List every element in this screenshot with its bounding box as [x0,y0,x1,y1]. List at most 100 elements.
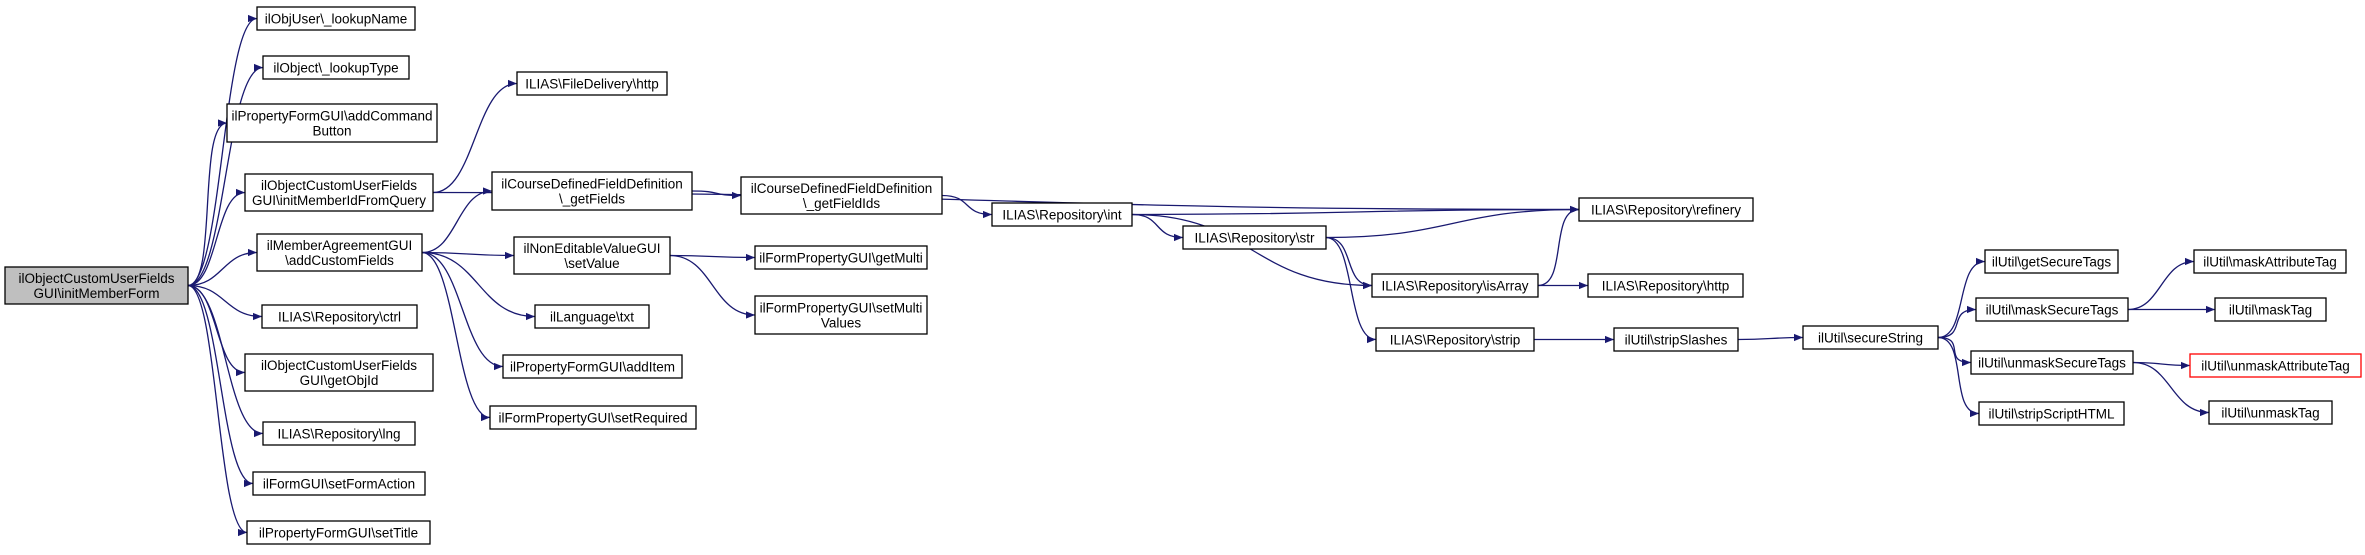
node-set-form-action[interactable]: ilFormGUI\setFormAction [252,471,426,496]
node-unmask-tag[interactable]: ilUtil\unmaskTag [2208,400,2333,425]
edge-repoInt-to-refinery [1131,205,1580,216]
node-box [1975,297,2129,322]
node-box [1371,273,1539,298]
node-box [1587,273,1744,298]
edge-addCustomFields-to-setRequired [421,251,491,422]
edge-root-to-addCustomFields [187,248,258,287]
node-label-line: ilFormPropertyGUI\setRequired [498,410,687,425]
node-box [246,520,431,545]
node-unmask-secure-tags[interactable]: ilUtil\unmaskSecureTags [1970,350,2134,375]
node-mask-tag[interactable]: ilUtil\maskTag [2214,297,2327,322]
edge-stripSlashes-to-secureString [1737,333,1804,342]
edge-maskSecureTags-to-maskAttributeTag [2127,257,2195,311]
call-edges [187,14,2215,537]
node-init-member-id[interactable]: ilObjectCustomUserFieldsGUI\initMemberId… [244,173,434,212]
node-box [2193,249,2347,274]
node-box [1978,401,2125,426]
edge-unmaskSecureTags-to-unmaskTag [2132,361,2210,417]
node-refinery[interactable]: ILIAS\Repository\refinery [1578,197,1754,222]
node-set-required[interactable]: ilFormPropertyGUI\setRequired [489,405,697,430]
edge-root-to-addCommandButton [187,119,228,287]
edge-getFieldIds-to-repoInt [941,194,993,219]
node-repo-str[interactable]: ILIAS\Repository\str [1182,225,1327,250]
node-ctrl[interactable]: ILIAS\Repository\ctrl [261,304,418,329]
node-label-line: \_getFields [559,191,625,206]
node-repo-int[interactable]: ILIAS\Repository\int [991,202,1133,227]
node-label-line: ILIAS\Repository\isArray [1381,278,1528,293]
node-secure-string[interactable]: ilUtil\secureString [1802,325,1939,350]
node-strip-slashes[interactable]: ilUtil\stripSlashes [1613,327,1739,352]
node-strip-script-h-t-m-l[interactable]: ilUtil\stripScriptHTML [1978,401,2125,426]
edge-root-to-ctrl [187,284,263,321]
node-label-line: ilUtil\stripSlashes [1625,332,1728,347]
node-get-field-ids[interactable]: ilCourseDefinedFieldDefinition\_getField… [740,176,943,215]
edge-root-to-initMemberId [187,188,246,287]
node-box [1802,325,1939,350]
node-get-multi[interactable]: ilFormPropertyGUI\getMulti [754,245,928,270]
node-repo-strip[interactable]: ILIAS\Repository\strip [1375,327,1535,352]
node-fd-http[interactable]: ILIAS\FileDelivery\http [516,71,668,96]
node-box [1970,350,2134,375]
node-txt[interactable]: ilLanguage\txt [534,304,650,329]
node-label-line: ilUtil\secureString [1818,330,1923,345]
edge-secureString-to-stripScriptHTML [1937,336,1980,418]
node-box [261,304,418,329]
edge-addCustomFields-to-nevSetValue [421,251,515,260]
node-label-line: ilUtil\getSecureTags [1992,254,2112,269]
node-box [491,171,693,211]
node-box [516,71,668,96]
node-set-title[interactable]: ilPropertyFormGUI\setTitle [246,520,431,545]
function-nodes: ilObjectCustomUserFieldsGUI\initMemberFo… [4,6,2362,545]
edge-repoStr-to-refinery [1325,205,1580,239]
node-label-line: ilLanguage\txt [550,309,634,324]
node-label-line: ilUtil\unmaskAttributeTag [2201,358,2350,373]
node-add-item[interactable]: ilPropertyFormGUI\addItem [502,354,683,379]
node-label-line: ilCourseDefinedFieldDefinition [501,176,683,191]
edge-secureString-to-maskSecureTags [1937,305,1977,339]
node-label-line: ilObjUser\_lookupName [265,11,408,26]
node-box [754,295,928,335]
edge-addCustomFields-to-getFields [421,187,493,254]
node-lng[interactable]: ILIAS\Repository\lng [262,421,416,446]
node-lookup-type[interactable]: ilObject\_lookupType [262,55,410,80]
edge-repoStr-to-repoStrip [1325,236,1377,344]
edge-root-to-setTitle [187,284,248,537]
node-unmask-attribute-tag[interactable]: ilUtil\unmaskAttributeTag [2189,353,2362,378]
edge-nevSetValue-to-setMultiValues [669,254,756,319]
node-box [262,421,416,446]
node-repo-is-array[interactable]: ILIAS\Repository\isArray [1371,273,1539,298]
edge-root-to-lookupType [187,63,264,287]
node-get-fields[interactable]: ilCourseDefinedFieldDefinition\_getField… [491,171,693,211]
node-label-line: ilUtil\maskSecureTags [1986,302,2119,317]
node-label-line: ilCourseDefinedFieldDefinition [751,181,933,196]
node-box [991,202,1133,227]
node-label-line: Values [821,315,862,330]
node-add-custom-fields[interactable]: ilMemberAgreementGUI\addCustomFields [256,233,423,272]
node-label-line: ILIAS\Repository\ctrl [278,309,401,324]
node-box [534,304,650,329]
node-label-line: ilFormPropertyGUI\setMulti [760,300,923,315]
node-root[interactable]: ilObjectCustomUserFieldsGUI\initMemberFo… [4,266,189,305]
node-label-line: ilUtil\maskAttributeTag [2203,254,2337,269]
node-label-line: ilFormPropertyGUI\getMulti [759,250,923,265]
edge-secureString-to-unmaskSecureTags [1937,336,1972,367]
node-label-line: ilPropertyFormGUI\setTitle [259,525,418,540]
node-box [2214,297,2327,322]
node-label-line: ILIAS\Repository\int [1002,207,1122,222]
node-mask-secure-tags[interactable]: ilUtil\maskSecureTags [1975,297,2129,322]
node-repo-http[interactable]: ILIAS\Repository\http [1587,273,1744,298]
edge-secureString-to-getSecureTags [1937,257,1986,339]
node-box [226,103,438,143]
node-label-line: ilUtil\unmaskTag [2221,405,2319,420]
node-get-secure-tags[interactable]: ilUtil\getSecureTags [1984,249,2119,274]
node-label-line: GUI\getObjId [300,373,379,388]
node-lookup-name[interactable]: ilObjUser\_lookupName [256,6,416,31]
node-mask-attribute-tag[interactable]: ilUtil\maskAttributeTag [2193,249,2347,274]
node-box [244,353,434,392]
edge-initMemberId-to-fdHttp [432,79,518,194]
node-nev-set-value[interactable]: ilNonEditableValueGUI\setValue [513,236,671,275]
node-label-line: GUI\initMemberForm [33,286,159,301]
